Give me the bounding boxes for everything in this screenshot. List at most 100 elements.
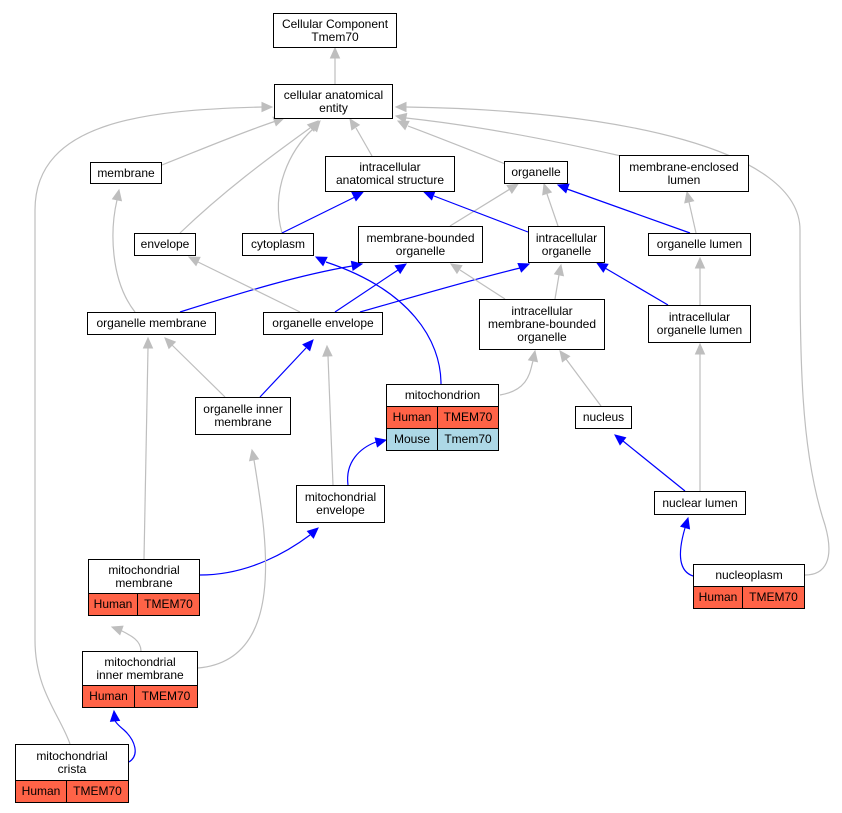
node-organelle-inner-membrane[interactable]: organelle inner membrane	[195, 397, 291, 435]
annotation-row-mouse: Mouse Tmem70	[387, 429, 498, 450]
node-cellular-anatomical-entity[interactable]: cellular anatomical entity	[274, 84, 393, 119]
edge-imbo-io	[553, 263, 565, 300]
edge-ol-organelle	[556, 183, 691, 234]
edge-ol-mel	[684, 190, 697, 234]
node-mitochondrial-crista[interactable]: mitochondrial crista Human TMEM70	[15, 744, 129, 803]
arrowhead	[109, 709, 121, 722]
node-label: membrane-bounded organelle	[366, 230, 475, 258]
node-label: membrane-enclosed lumen	[629, 159, 739, 187]
gene-cell: TMEM70	[438, 407, 498, 428]
node-nucleus[interactable]: nucleus	[575, 406, 632, 429]
edge-io-organelle	[542, 182, 559, 227]
edge-oe-io	[359, 262, 531, 313]
annotation-row-human: Human TMEM70	[387, 407, 498, 429]
arrowhead	[595, 262, 609, 273]
node-label: mitochondrial inner membrane	[83, 652, 197, 686]
edge-mm-om	[142, 336, 154, 560]
node-membrane-enclosed-lumen[interactable]: membrane-enclosed lumen	[619, 155, 749, 192]
node-mitochondrion[interactable]: mitochondrion Human TMEM70 Mouse Tmem70	[386, 384, 499, 451]
node-mitochondrial-inner-membrane[interactable]: mitochondrial inner membrane Human TMEM7…	[82, 651, 198, 708]
node-label: mitochondrial envelope	[304, 490, 377, 517]
arrowhead	[394, 101, 407, 113]
arrowhead	[306, 527, 319, 539]
edge-mel-cae	[394, 112, 622, 157]
edge-iol-io	[595, 262, 669, 306]
arrowhead	[394, 263, 408, 275]
species-cell: Mouse	[387, 429, 438, 450]
arrowhead	[556, 183, 570, 194]
edge-nucleoplasm-cae	[394, 101, 830, 576]
node-cellular-component[interactable]: Cellular Component Tmem70	[273, 13, 397, 48]
annotation-row-human: Human TMEM70	[694, 587, 804, 608]
node-mitochondrial-membrane[interactable]: mitochondrial membrane Human TMEM70	[88, 559, 200, 616]
node-label: nucleus	[582, 410, 625, 424]
edge-oim-oe	[259, 339, 314, 398]
node-intracellular-organelle-lumen[interactable]: intracellular organelle lumen	[648, 305, 751, 343]
edge-oe-envelope	[187, 256, 301, 313]
annotation-row-human: Human TMEM70	[16, 781, 128, 802]
node-label: envelope	[140, 237, 190, 251]
node-label: cytoplasm	[250, 237, 306, 251]
node-intracellular-membrane-bounded-organelle[interactable]: intracellular membrane-bounded organelle	[479, 299, 605, 350]
node-label: intracellular membrane-bounded organelle	[487, 304, 597, 344]
edge-mm-me	[199, 527, 319, 576]
node-nucleoplasm[interactable]: nucleoplasm Human TMEM70	[693, 564, 805, 609]
arrowhead	[422, 190, 436, 201]
edge-nl-iol	[694, 342, 706, 491]
arrowhead	[351, 191, 365, 202]
node-organelle[interactable]: organelle	[504, 161, 568, 184]
edge-np-nl	[679, 516, 694, 577]
arrowhead	[553, 263, 565, 277]
edge-crista-cae	[34, 101, 274, 745]
node-membrane[interactable]: membrane	[90, 162, 162, 184]
node-label: organelle lumen	[656, 237, 743, 251]
edge-ias-cae	[349, 117, 373, 157]
node-intracellular-organelle[interactable]: intracellular organelle	[528, 226, 605, 263]
node-nuclear-lumen[interactable]: nuclear lumen	[654, 491, 746, 515]
node-mitochondrial-envelope[interactable]: mitochondrial envelope	[296, 485, 385, 523]
edge-oe-mbo	[334, 263, 408, 313]
edge-cytoplasm-cae	[277, 120, 321, 234]
node-label: cellular anatomical entity	[283, 87, 384, 115]
node-organelle-membrane[interactable]: organelle membrane	[87, 312, 216, 335]
arrowhead	[449, 263, 463, 275]
arrowhead	[261, 101, 274, 113]
node-membrane-bounded-organelle[interactable]: membrane-bounded organelle	[358, 226, 483, 263]
node-organelle-envelope[interactable]: organelle envelope	[263, 312, 383, 335]
arrowhead	[694, 342, 706, 355]
edge-mim-mm	[110, 625, 142, 652]
node-intracellular-anatomical-structure[interactable]: intracellular anatomical structure	[325, 156, 455, 192]
node-label: mitochondrial membrane	[89, 560, 199, 594]
species-cell: Human	[89, 594, 138, 615]
gene-cell: TMEM70	[743, 587, 804, 608]
species-cell: Human	[16, 781, 67, 802]
node-envelope[interactable]: envelope	[134, 233, 196, 256]
node-label: intracellular organelle	[535, 230, 598, 258]
node-cytoplasm[interactable]: cytoplasm	[242, 233, 314, 256]
edge-om-mbo	[179, 260, 364, 313]
arrowhead	[314, 256, 328, 267]
node-label: mitochondrion	[387, 385, 498, 407]
edge-imbo-mbo	[449, 263, 506, 300]
arrowhead	[164, 337, 177, 350]
arrowhead	[329, 46, 341, 59]
arrowhead	[111, 188, 123, 202]
node-label: organelle	[511, 165, 561, 179]
edge-nl-nucleus	[614, 434, 686, 492]
arrowhead	[187, 256, 201, 267]
arrowhead	[614, 434, 627, 446]
arrowhead	[309, 120, 321, 133]
arrowhead	[110, 625, 124, 636]
arrowhead	[142, 336, 154, 349]
edge-cytoplasm-mito	[314, 256, 442, 385]
edge-mc-mim	[109, 709, 136, 763]
node-label: intracellular anatomical structure	[335, 160, 445, 187]
species-cell: Human	[387, 407, 438, 428]
edge-ias-organelle-blue	[281, 191, 365, 234]
node-organelle-lumen[interactable]: organelle lumen	[648, 233, 751, 256]
edge-iol-ol	[694, 256, 706, 305]
arrowhead	[527, 349, 539, 363]
annotation-row-human: Human TMEM70	[83, 686, 197, 707]
node-label: organelle membrane	[96, 316, 207, 330]
